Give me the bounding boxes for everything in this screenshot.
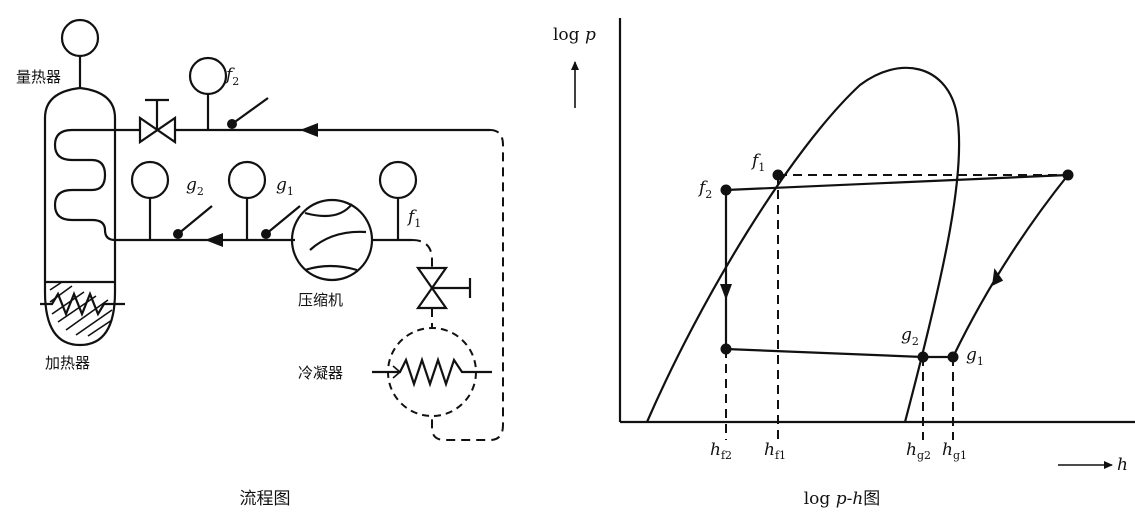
chart-point-g2-dot <box>917 351 929 363</box>
condenser <box>372 327 492 417</box>
chart-point-f2: f2 <box>697 178 712 201</box>
pressure-gauge <box>188 56 228 130</box>
pressure-gauge <box>227 160 267 240</box>
tick-hf2: hf2 <box>710 440 732 462</box>
chart-point-inlet-dot <box>720 343 732 355</box>
flow-arrow <box>205 233 223 247</box>
chart-point-discharge-dot <box>1062 169 1074 181</box>
chart-point-f1: f1 <box>750 151 765 174</box>
flow-point-g1: g1 <box>276 175 294 198</box>
expansion-valve <box>415 266 472 310</box>
tick-hg1: hg1 <box>942 440 967 462</box>
point-g1-dot <box>261 229 271 239</box>
point-f2-dot <box>227 119 237 129</box>
saturation-dome <box>645 66 961 423</box>
top-valve <box>138 98 177 145</box>
chart-point-g1: g1 <box>966 345 984 368</box>
flow-point-f2: f2 <box>224 65 239 88</box>
ph-caption: log p-h图 <box>804 489 881 509</box>
condenser-label: 冷凝器 <box>298 364 343 382</box>
point-g2-dot <box>173 229 183 239</box>
flow-point-g2: g2 <box>186 175 204 198</box>
flow-caption: 流程图 <box>240 489 291 509</box>
flow-point-f1: f1 <box>406 207 421 230</box>
compressor-label: 压缩机 <box>298 291 343 309</box>
chart-point-f1-dot <box>772 169 784 181</box>
calorimeter <box>43 18 117 347</box>
compressor <box>290 198 374 282</box>
chart-point-g1-dot <box>947 351 959 363</box>
x-axis-label: h <box>1117 455 1128 475</box>
tick-hg2: hg2 <box>906 440 931 462</box>
chart-point-f2-dot <box>720 184 732 196</box>
chart-point-g2: g2 <box>901 325 919 348</box>
calorimeter-label: 量热器 <box>16 68 61 86</box>
flow-arrow <box>300 123 318 137</box>
return-line <box>431 129 504 441</box>
pressure-gauge <box>378 160 418 240</box>
heater-label: 加热器 <box>45 354 90 372</box>
cycle-lines <box>720 173 1069 440</box>
pressure-gauge <box>130 160 170 240</box>
flow-diagram: 量热器 加热器 压缩机 冷凝器 f2 g2 g1 f1 流程图 <box>16 18 504 509</box>
tick-hf1: hf1 <box>764 440 786 462</box>
y-axis-label: log p <box>553 25 596 45</box>
ph-diagram: log p h f1 f2 g2 g1 hf2 <box>553 18 1135 509</box>
heater <box>40 281 125 337</box>
